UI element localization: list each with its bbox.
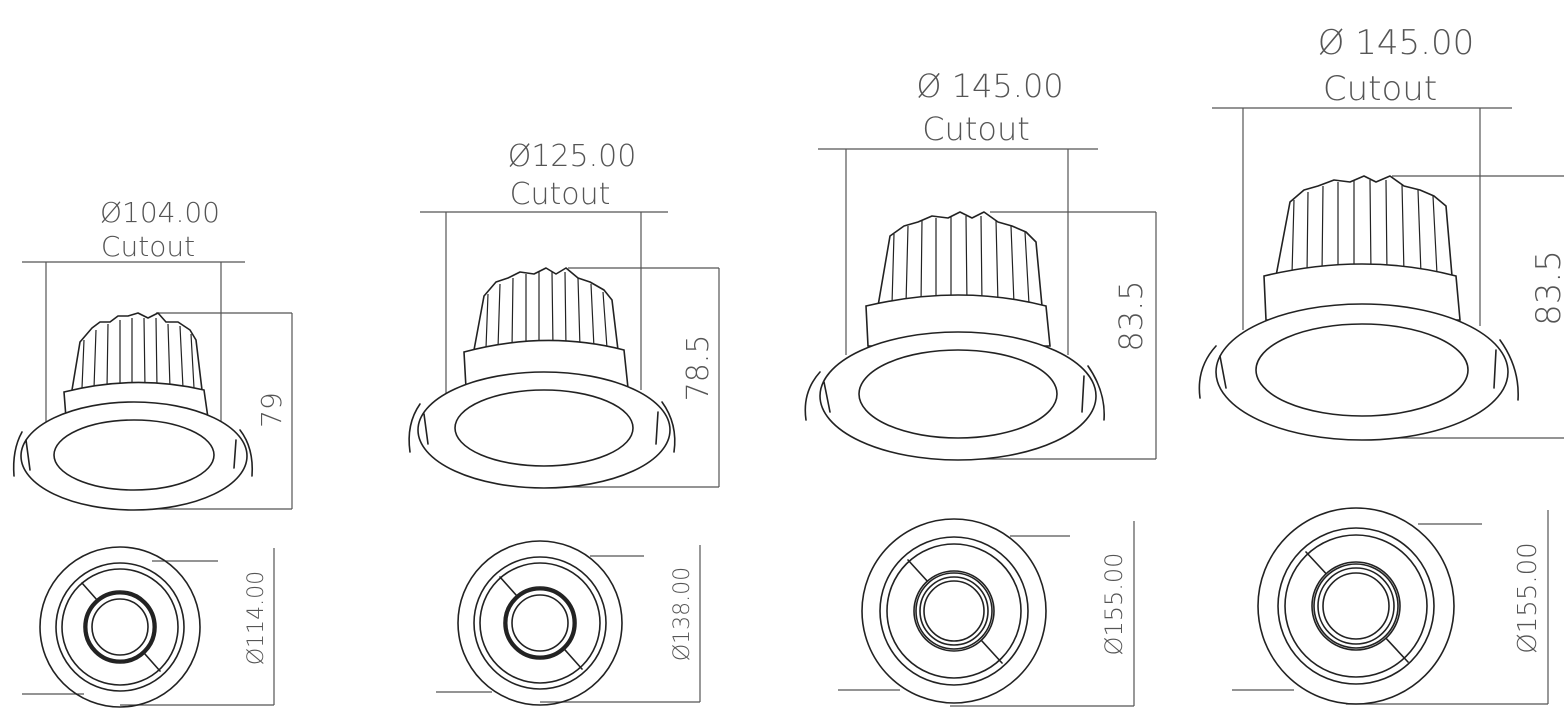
fixture-3-side-view: Ø 145.00 Cutout 83.5 — [804, 67, 1157, 461]
fixture-1-side-view: Ø104.00 Cutout 79 — [12, 196, 293, 511]
fixture-1-cutout-diameter-label: Ø104.00 — [100, 196, 220, 229]
fixture-4-height-label: 83.5 — [1529, 250, 1564, 326]
fixture-1-top-view: Ø114.00 — [22, 546, 275, 708]
fixture-2-height-label: 78.5 — [681, 335, 716, 402]
fixture-2-cutout-label: Cutout — [510, 177, 611, 212]
fixture-3-height-label: 83.5 — [1112, 280, 1150, 351]
fixture-4-side-view: Ø 145.00 Cutout 83.5 — [1198, 23, 1564, 441]
fixture-4-cutout-label: Cutout — [1323, 69, 1437, 109]
fixture-1-outer-diameter-label: Ø114.00 — [244, 571, 269, 665]
fixture-2-top-view: Ø138.00 — [436, 540, 701, 706]
fixture-1-height-label: 79 — [255, 392, 288, 428]
fixture-3-cutout-label: Cutout — [922, 110, 1030, 148]
fixture-1-cutout-label: Cutout — [101, 230, 195, 263]
fixture-2-side-view: Ø125.00 Cutout 78.5 — [408, 139, 720, 489]
fixture-4-outer-diameter-label: Ø155.00 — [1513, 542, 1543, 653]
fixture-3-top-view: Ø155.00 — [838, 518, 1135, 707]
fixture-4-top-view: Ø155.00 — [1232, 507, 1549, 705]
fixture-3-cutout-diameter-label: Ø 145.00 — [916, 67, 1063, 105]
fixture-4-cutout-diameter-label: Ø 145.00 — [1318, 23, 1475, 63]
fixture-2-cutout-diameter-label: Ø125.00 — [508, 139, 637, 174]
fixture-2-outer-diameter-label: Ø138.00 — [670, 567, 695, 661]
fixture-3-outer-diameter-label: Ø155.00 — [1100, 553, 1128, 656]
